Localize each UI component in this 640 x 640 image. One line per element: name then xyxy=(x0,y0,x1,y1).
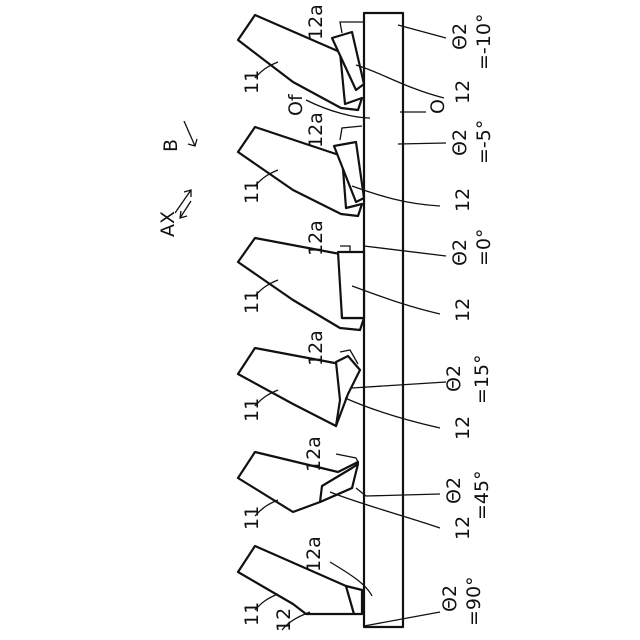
direction-arrows xyxy=(175,121,197,218)
angle-value: =15° xyxy=(471,354,493,404)
base-plate xyxy=(364,13,403,627)
angle-value: =-10° xyxy=(473,14,495,70)
blade-unit-15 xyxy=(238,348,446,428)
angle-value: =90° xyxy=(463,576,485,626)
label-11: 11 xyxy=(241,70,263,94)
label-12: 12 xyxy=(452,298,474,322)
angle-value: =-5° xyxy=(473,120,495,164)
label-of: Of xyxy=(285,93,307,116)
theta-label: Θ2 xyxy=(443,477,465,504)
label-11: 11 xyxy=(241,290,263,314)
label-12a: 12a xyxy=(305,220,327,256)
ax-label: AX xyxy=(157,211,179,237)
label-11: 11 xyxy=(241,506,263,530)
tab-12 xyxy=(338,252,364,318)
blade-unit-90 xyxy=(238,546,440,630)
label-o: O xyxy=(427,99,449,114)
label-12a: 12a xyxy=(303,436,325,472)
theta-label: Θ2 xyxy=(449,23,471,50)
tab-12 xyxy=(336,356,360,426)
label-12a: 12a xyxy=(303,536,325,572)
theta-label: Θ2 xyxy=(439,585,461,612)
blade-unit-neg5 xyxy=(238,126,446,216)
b-label: B xyxy=(160,139,182,152)
label-12a: 12a xyxy=(305,112,327,148)
label-12: 12 xyxy=(273,608,295,632)
label-12: 12 xyxy=(452,188,474,212)
blade-unit-neg10 xyxy=(238,15,446,118)
label-12: 12 xyxy=(452,80,474,104)
theta-label: Θ2 xyxy=(449,239,471,266)
angle-value: =45° xyxy=(471,470,493,520)
angle-value: =0° xyxy=(473,228,495,266)
theta-label: Θ2 xyxy=(443,365,465,392)
label-12a: 12a xyxy=(305,4,327,40)
label-12: 12 xyxy=(452,416,474,440)
label-12a: 12a xyxy=(305,330,327,366)
theta-label: Θ2 xyxy=(449,129,471,156)
label-11: 11 xyxy=(241,180,263,204)
blade-unit-45 xyxy=(238,452,440,528)
label-11: 11 xyxy=(241,398,263,422)
blade-unit-0 xyxy=(238,238,446,330)
label-11: 11 xyxy=(241,602,263,626)
